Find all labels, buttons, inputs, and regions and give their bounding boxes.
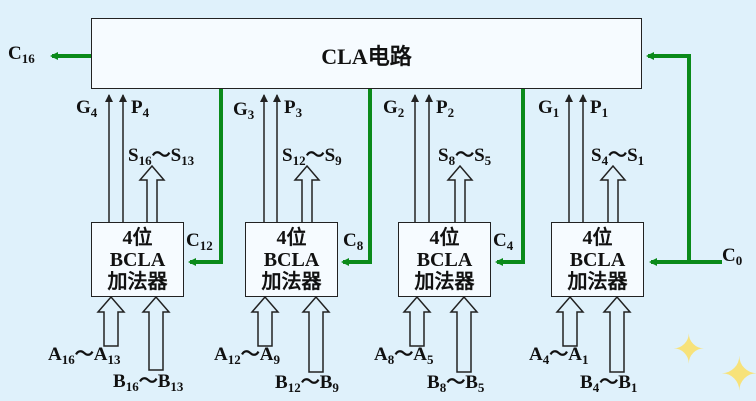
b12-b9-bus-arrow [301,295,331,373]
a16-a13-bus-arrow [96,295,126,347]
adder-line2: BCLA [569,248,626,271]
c16-label: C16 [8,43,35,67]
star-decoration-icon: ✦ [672,327,706,372]
c0-to-cla-wire [646,52,722,264]
adder-line3: 加法器 [107,270,168,293]
adder-line1: 4位 [276,226,307,249]
adder-block-1: 4位 BCLA 加法器 [551,222,644,297]
s8-s5-label: S8～S5 [438,145,492,169]
a8-a5-label: A8～A5 [374,344,434,368]
a12-a9-label: A12～A9 [214,344,280,368]
p3-label: P3 [284,97,303,121]
s16-s13-label: S16～S13 [128,145,195,169]
star-decoration-icon: ✦ [720,349,756,400]
cla-circuit-box: CLA电路 [91,18,642,89]
c8-label: C8 [343,230,364,254]
c8-wire [341,89,372,266]
adder-line1: 4位 [429,226,460,249]
b8-b5-label: B8～B5 [427,372,485,396]
b4-b1-bus-arrow [602,295,632,373]
adder-line3: 加法器 [567,270,628,293]
s8-s5-bus-arrow [446,164,474,222]
adder-line2: BCLA [263,248,320,271]
adder-line2: BCLA [109,248,166,271]
c12-label: C12 [186,230,213,254]
adder-block-4: 4位 BCLA 加法器 [91,222,184,297]
b4-b1-label: B4～B1 [580,372,638,396]
cla-title: CLA电路 [321,44,412,69]
adder-line3: 加法器 [414,270,475,293]
c0-label: C0 [722,245,743,269]
g1-label: G1 [538,97,560,121]
adder-line1: 4位 [582,226,613,249]
adder-line2: BCLA [416,248,473,271]
s12-s9-bus-arrow [293,164,321,222]
a4-a1-bus-arrow [555,295,585,347]
s16-s13-bus-arrow [138,164,166,222]
p2-label: P2 [436,97,455,121]
a8-a5-bus-arrow [402,295,432,347]
c4-wire [495,89,525,266]
g3-label: G3 [233,99,255,123]
a4-a1-label: A4～A1 [529,344,589,368]
c4-label: C4 [493,230,514,254]
b16-b13-label: B16～B13 [113,371,184,395]
b12-b9-label: B12～B9 [275,372,339,396]
p4-label: P4 [131,97,150,121]
a12-a9-bus-arrow [250,295,280,347]
g2-label: G2 [383,97,405,121]
s12-s9-label: S12～S9 [282,145,342,169]
a16-a13-label: A16～A13 [48,344,121,368]
g4-label: G4 [76,97,98,121]
p1-label: P1 [590,97,609,121]
c12-wire [188,89,223,266]
b8-b5-bus-arrow [449,295,479,373]
adder-line3: 加法器 [261,270,322,293]
adder-line1: 4位 [122,226,153,249]
s4-s1-label: S4～S1 [591,145,645,169]
b16-b13-bus-arrow [141,295,171,371]
adder-block-3: 4位 BCLA 加法器 [245,222,338,297]
adder-block-2: 4位 BCLA 加法器 [398,222,491,297]
s4-s1-bus-arrow [599,164,627,222]
